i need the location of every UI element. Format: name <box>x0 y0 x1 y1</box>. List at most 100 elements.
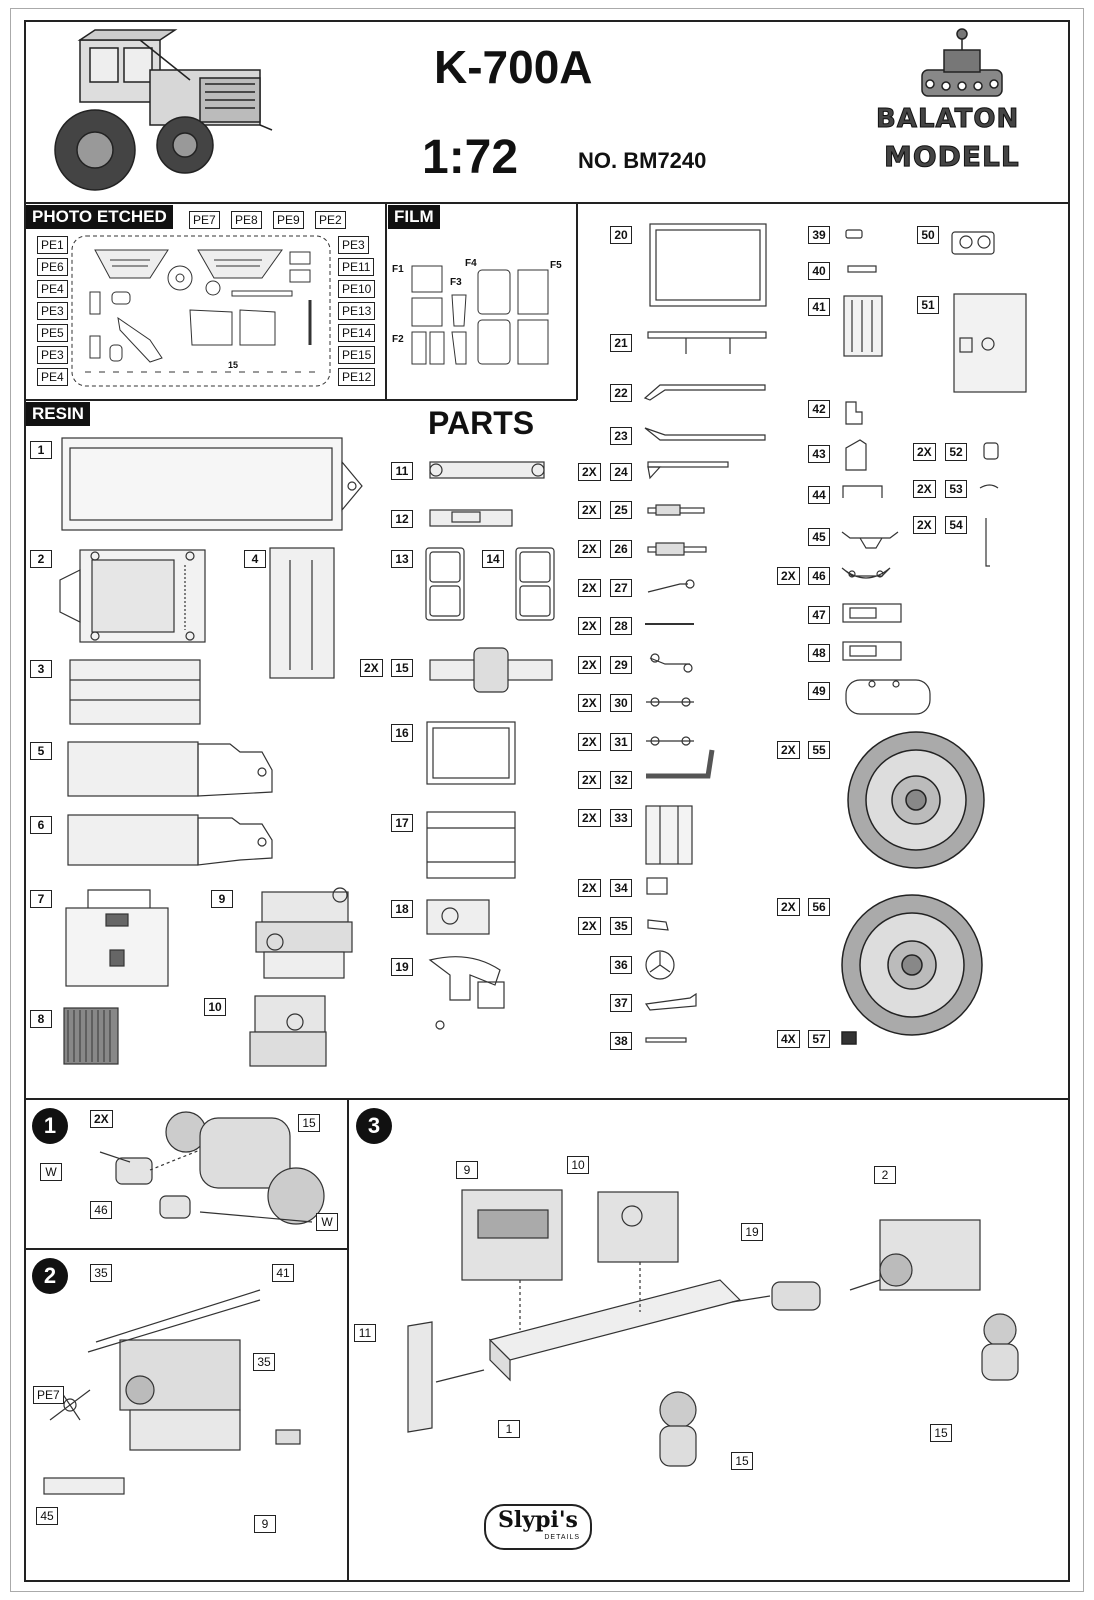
instruction-sheet-frame <box>24 20 1070 1582</box>
part-37-label: 37 <box>610 994 632 1012</box>
brand-logo-line1: BALATON <box>875 104 1020 135</box>
part-32-label: 32 <box>610 771 632 789</box>
film-label-f2: F2 <box>392 334 404 345</box>
pe-fret-number: 15 <box>228 360 239 370</box>
part-52-qty: 2X <box>913 443 936 461</box>
resin-part-3-label: 3 <box>30 660 52 678</box>
part-24-qty: 2X <box>578 463 601 481</box>
step3-callout-15-right: 15 <box>930 1424 952 1442</box>
part-20-label: 20 <box>610 226 632 244</box>
resin-part-9-label: 9 <box>211 890 233 908</box>
part-54-qty: 2X <box>913 516 936 534</box>
part-53-qty: 2X <box>913 480 936 498</box>
pe-label-left-2: PE6 <box>37 258 68 276</box>
part-31-label: 31 <box>610 733 632 751</box>
part-52-label: 52 <box>945 443 967 461</box>
pe-label-right-7: PE12 <box>338 368 376 386</box>
pe-label-top-2: PE8 <box>231 211 262 229</box>
pe-label-right-6: PE15 <box>338 346 376 364</box>
part-30-qty: 2X <box>578 694 601 712</box>
step1-callout-46: 46 <box>90 1201 112 1219</box>
part-26-qty: 2X <box>578 540 601 558</box>
part-28-label: 28 <box>610 617 632 635</box>
resin-part-7-label: 7 <box>30 890 52 908</box>
step3-callout-9: 9 <box>456 1161 478 1179</box>
part-44-label: 44 <box>808 486 830 504</box>
film-parts-divider <box>576 202 578 400</box>
part-15-qty: 2X <box>360 659 383 677</box>
part-38-label: 38 <box>610 1032 632 1050</box>
part-42-label: 42 <box>808 400 830 418</box>
parts-heading: PARTS <box>428 405 535 441</box>
step2-callout-45: 45 <box>36 1507 58 1525</box>
part-48-label: 48 <box>808 644 830 662</box>
resin-heading: RESIN <box>26 402 90 426</box>
film-label-f1: F1 <box>392 264 404 275</box>
part-27-qty: 2X <box>578 579 601 597</box>
pe-label-right-2: PE11 <box>338 258 375 276</box>
part-16-label: 16 <box>391 724 413 742</box>
part-31-qty: 2X <box>578 733 601 751</box>
pe-film-divider <box>385 202 387 400</box>
part-57-label: 57 <box>808 1030 830 1048</box>
pe-label-left-1: PE1 <box>37 236 68 254</box>
part-46-qty: 2X <box>777 567 800 585</box>
pe-label-right-3: PE10 <box>338 280 376 298</box>
step2-callout-35-right: 35 <box>253 1353 275 1371</box>
scale-label: 1:72 <box>422 131 519 184</box>
step-1-qty: 2X <box>90 1110 113 1128</box>
part-34-qty: 2X <box>578 879 601 897</box>
step1-callout-w-right: W <box>316 1213 338 1231</box>
part-24-label: 24 <box>610 463 632 481</box>
part-54-label: 54 <box>945 516 967 534</box>
pe-label-right-5: PE14 <box>338 324 376 342</box>
brand-logo-line2: MODELL <box>884 140 1020 174</box>
film-label-f4: F4 <box>465 258 477 269</box>
assembly-vertical-divider <box>347 1098 349 1582</box>
part-50-label: 50 <box>917 226 939 244</box>
step2-callout-pe7: PE7 <box>33 1386 64 1404</box>
header-divider <box>24 202 1070 204</box>
part-25-label: 25 <box>610 501 632 519</box>
part-34-label: 34 <box>610 879 632 897</box>
part-29-qty: 2X <box>578 656 601 674</box>
part-35-label: 35 <box>610 917 632 935</box>
resin-part-4-label: 4 <box>244 550 266 568</box>
part-21-label: 21 <box>610 334 632 352</box>
part-29-label: 29 <box>610 656 632 674</box>
step1-callout-w-left: W <box>40 1163 62 1181</box>
part-19-label: 19 <box>391 958 413 976</box>
part-46-label: 46 <box>808 567 830 585</box>
part-53-label: 53 <box>945 480 967 498</box>
part-18-label: 18 <box>391 900 413 918</box>
part-56-qty: 2X <box>777 898 800 916</box>
part-47-label: 47 <box>808 606 830 624</box>
step-3-badge: 3 <box>356 1108 392 1144</box>
part-26-label: 26 <box>610 540 632 558</box>
pe-label-left-7: PE4 <box>37 368 68 386</box>
step1-callout-15: 15 <box>298 1114 320 1132</box>
pe-label-left-5: PE5 <box>37 324 68 342</box>
slypis-logo: Slypi's DETAILS <box>484 1504 592 1550</box>
photo-etched-heading: PHOTO ETCHED <box>26 205 173 229</box>
resin-part-5-label: 5 <box>30 742 52 760</box>
step3-callout-10: 10 <box>567 1156 589 1174</box>
part-56-label: 56 <box>808 898 830 916</box>
resin-part-8-label: 8 <box>30 1010 52 1028</box>
film-label-f3: F3 <box>450 277 462 288</box>
slypis-logo-sub: DETAILS <box>544 1534 580 1541</box>
part-13-label: 13 <box>391 550 413 568</box>
part-17-label: 17 <box>391 814 413 832</box>
part-33-qty: 2X <box>578 809 601 827</box>
resin-part-10-label: 10 <box>204 998 226 1016</box>
part-35-qty: 2X <box>578 917 601 935</box>
pe-label-top-3: PE9 <box>273 211 304 229</box>
slypis-logo-text: Slypi's <box>498 1507 578 1533</box>
part-51-label: 51 <box>917 296 939 314</box>
part-49-label: 49 <box>808 682 830 700</box>
catalog-number: NO. BM7240 <box>578 148 707 173</box>
step3-callout-11: 11 <box>354 1324 376 1342</box>
step3-callout-2: 2 <box>874 1166 896 1184</box>
step2-callout-41: 41 <box>272 1264 294 1282</box>
film-heading: FILM <box>388 205 440 229</box>
